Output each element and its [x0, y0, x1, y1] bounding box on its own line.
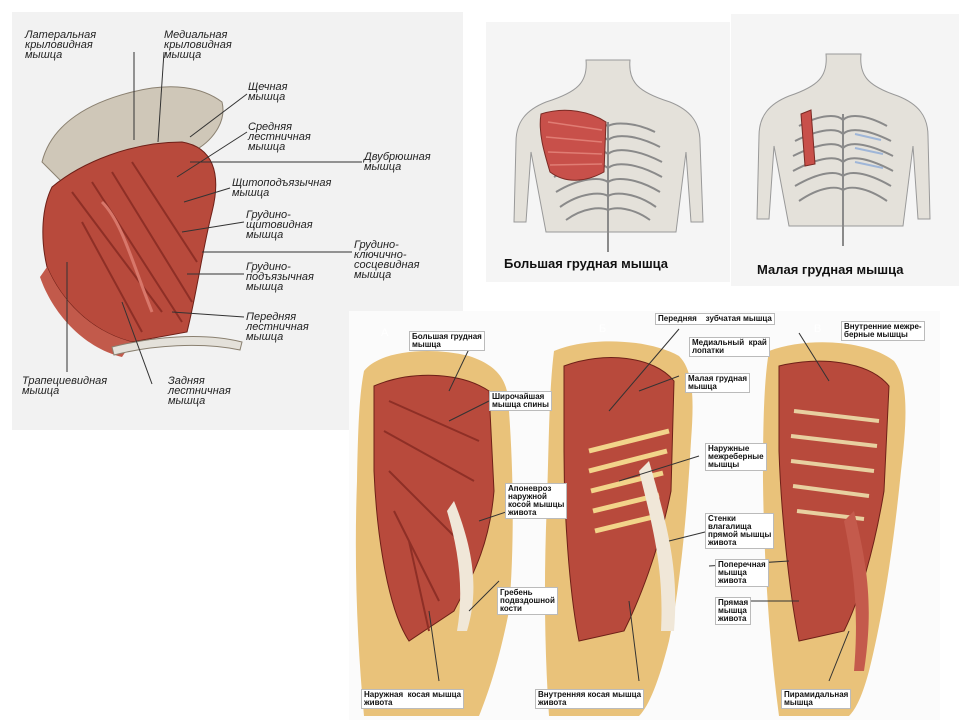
- label-torso-pectoralis-major: Большая грудная мышца: [409, 331, 485, 351]
- label-middle-scalene: Средняя лестничная мышца: [248, 121, 311, 153]
- label-torso-external-intercostal: Наружные межреберные мышцы: [705, 443, 767, 471]
- label-torso-rectus: Прямая мышца живота: [715, 597, 752, 625]
- label-torso-latissimus: Широчайшая мышца спины: [489, 391, 552, 411]
- torso-muscles-panel: А Б В Большая грудная мышца Передняя зуб…: [349, 311, 940, 720]
- label-torso-rectus-sheath: Стенки влагалища прямой мышцы живота: [705, 513, 775, 549]
- label-sternohyoid: Грудино- подъязычная мышца: [246, 261, 314, 293]
- label-anterior-scalene: Передняя лестничная мышца: [246, 311, 309, 343]
- label-posterior-scalene: Задняя лестничная мышца: [168, 375, 231, 407]
- label-sternothyroid: Грудино- щитовидная мышца: [246, 209, 313, 241]
- figure-letter-v: В: [814, 323, 822, 335]
- label-torso-scapula-edge: Медиальный край лопатки: [689, 337, 770, 357]
- label-trapezius: Трапециевидная мышца: [22, 375, 108, 397]
- figure-letter-b: Б: [599, 323, 607, 335]
- caption-pectoralis-minor: Малая грудная мышца: [757, 262, 904, 277]
- label-digastric: Двубрюшная мышца: [364, 151, 431, 173]
- label-sternocleidomastoid: Грудино- ключично- сосцевидная мышца: [354, 239, 420, 281]
- label-torso-external-oblique: Наружная косая мышца живота: [361, 689, 465, 709]
- label-torso-serratus-anterior: Передняя зубчатая мышца: [655, 313, 775, 325]
- label-medial-pterygoid: Медиальная крыловидная мышца: [164, 29, 232, 61]
- label-thyrohyoid: Щитоподъязычная мышца: [232, 177, 332, 199]
- label-torso-internal-intercostal: Внутренние межре- берные мышцы: [841, 321, 925, 341]
- neck-muscles-illustration: [40, 51, 362, 385]
- caption-pectoralis-major: Большая грудная мышца: [504, 256, 669, 271]
- label-torso-iliac-crest: Гребень подвздошной кости: [497, 587, 558, 615]
- neck-muscles-panel: Латеральная крыловидная мышца Медиальная…: [12, 12, 463, 430]
- label-torso-aponeurosis: Апоневроз наружной косой мышцы живота: [505, 483, 568, 519]
- pectoralis-minor-panel: Малая грудная мышца: [731, 14, 959, 286]
- label-torso-internal-oblique: Внутренняя косая мышца живота: [535, 689, 645, 709]
- label-torso-transverse: Поперечная мышца живота: [715, 559, 769, 587]
- label-lateral-pterygoid: Латеральная крыловидная мышца: [25, 29, 97, 61]
- pectoralis-major-panel: Большая грудная мышца: [486, 22, 730, 282]
- label-torso-pectoralis-minor: Малая грудная мышца: [685, 373, 751, 393]
- torso-muscles-illustration: [355, 328, 906, 716]
- figure-letter-a: А: [381, 327, 389, 339]
- label-torso-pyramidal: Пирамидальная мышца: [781, 689, 852, 709]
- pectoralis-minor-illustration: [756, 53, 931, 246]
- label-buccal: Щечная мышца: [248, 81, 288, 103]
- pectoralis-major-illustration: [513, 59, 704, 252]
